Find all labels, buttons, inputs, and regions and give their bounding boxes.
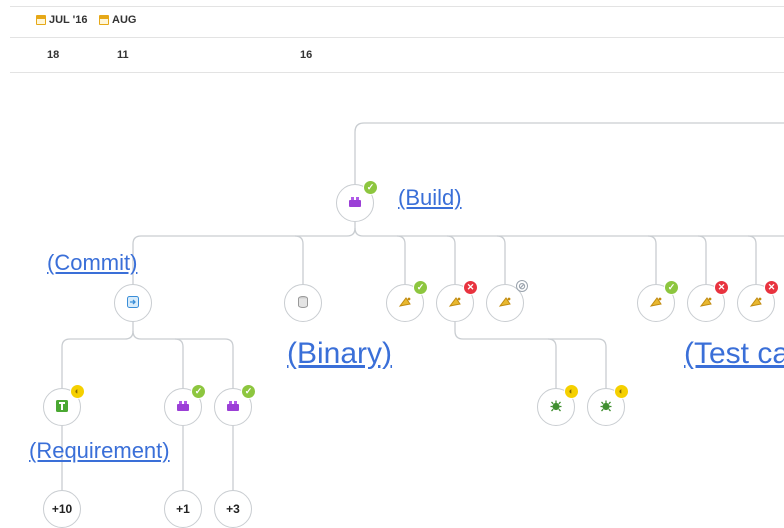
test-case-label-link[interactable]: (Test ca (684, 337, 784, 370)
bug-icon (549, 399, 563, 415)
binary-icon (298, 296, 308, 310)
test-case-node[interactable]: ✕ (737, 280, 779, 322)
more-items-node[interactable]: +10 (43, 490, 81, 528)
test-case-icon (498, 296, 512, 310)
edge (454, 322, 607, 388)
failed-badge-icon: ✕ (463, 280, 478, 295)
month-jul-16[interactable]: JUL '16 (36, 14, 88, 26)
passed-badge-icon: ✓ (363, 180, 378, 195)
commit-node[interactable] (114, 284, 152, 322)
build-node[interactable]: ✓ (164, 384, 206, 426)
build-icon (348, 196, 362, 210)
test-case-icon (649, 296, 663, 310)
edge (446, 235, 456, 284)
binary-node[interactable] (284, 284, 322, 322)
warning-badge-icon: ◐ (70, 384, 85, 399)
month-label: JUL '16 (49, 14, 88, 26)
edge (396, 235, 406, 284)
edge (496, 235, 506, 284)
requirement-icon (56, 400, 68, 414)
calendar-icon (99, 15, 109, 25)
edge (547, 338, 557, 388)
passed-badge-icon: ✓ (241, 384, 256, 399)
build-node[interactable]: ✓ (214, 384, 256, 426)
test-case-icon (448, 296, 462, 310)
edge (354, 122, 784, 184)
test-case-node[interactable]: ✕ (436, 280, 478, 322)
timeline-divider (10, 6, 784, 7)
day-label[interactable]: 18 (47, 49, 60, 61)
binary-label-link[interactable]: (Binary) (287, 337, 393, 370)
edge (174, 338, 184, 388)
test-case-node[interactable]: ⊘ (486, 280, 528, 322)
requirement-label-link[interactable]: (Requirement) (29, 438, 170, 463)
bug-node[interactable]: ◐ (537, 384, 579, 426)
edge (61, 322, 134, 388)
timeline-divider (10, 72, 784, 73)
failed-badge-icon: ✕ (714, 280, 729, 295)
skipped-badge-icon: ⊘ (516, 280, 528, 292)
test-case-node[interactable]: ✓ (386, 280, 428, 322)
edge (647, 235, 657, 284)
test-case-node[interactable]: ✓ (637, 280, 679, 322)
calendar-icon (36, 15, 46, 25)
passed-badge-icon: ✓ (413, 280, 428, 295)
test-case-icon (398, 296, 412, 310)
bug-icon (599, 399, 613, 415)
bug-node[interactable]: ◐ (587, 384, 629, 426)
more-items-node[interactable]: +3 (214, 490, 252, 528)
requirement-node[interactable]: ◐ (43, 384, 85, 426)
test-case-icon (749, 296, 763, 310)
build-label-link[interactable]: (Build) (398, 185, 462, 210)
edge (294, 235, 304, 284)
test-case-icon (699, 296, 713, 310)
passed-badge-icon: ✓ (664, 280, 679, 295)
build-icon (176, 400, 190, 414)
commit-icon (127, 296, 139, 310)
day-label[interactable]: 11 (117, 49, 129, 61)
edge (747, 235, 757, 284)
passed-badge-icon: ✓ (191, 384, 206, 399)
warning-badge-icon: ◐ (614, 384, 629, 399)
month-label: AUG (112, 14, 137, 26)
more-items-node[interactable]: +1 (164, 490, 202, 528)
build-icon (226, 400, 240, 414)
build-node-root[interactable]: ✓ (336, 180, 378, 222)
commit-label-link[interactable]: (Commit) (47, 250, 138, 275)
warning-badge-icon: ◐ (564, 384, 579, 399)
edge (697, 235, 707, 284)
edge (354, 227, 784, 237)
edge (132, 222, 356, 284)
timeline-header: JUL '16 AUG 18 11 16 (0, 0, 784, 74)
test-case-node[interactable]: ✕ (687, 280, 729, 322)
timeline-divider (10, 37, 784, 38)
failed-badge-icon: ✕ (764, 280, 779, 295)
day-label[interactable]: 16 (300, 49, 313, 61)
edge (132, 330, 234, 388)
month-aug[interactable]: AUG (99, 14, 136, 26)
